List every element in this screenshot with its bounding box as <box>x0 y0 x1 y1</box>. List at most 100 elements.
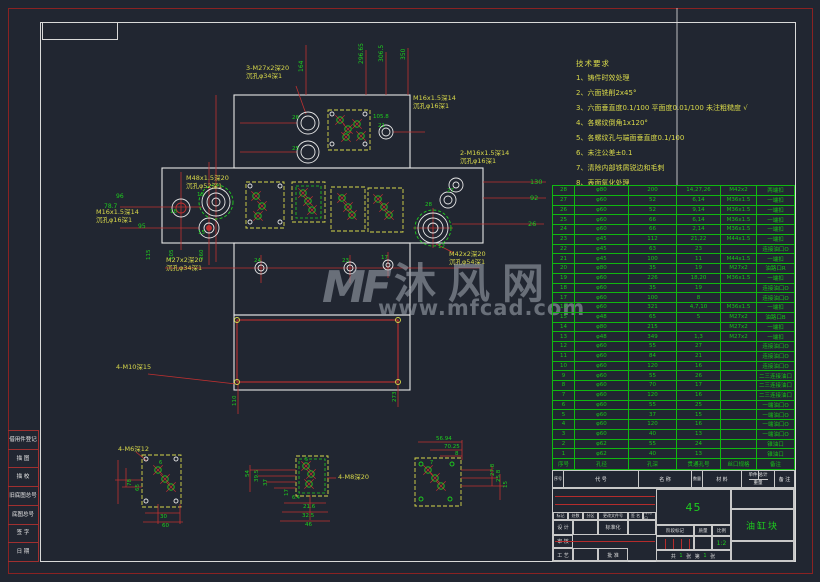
view-outline <box>236 319 399 383</box>
table-cell <box>721 342 757 351</box>
annotation-label: 160 <box>199 249 205 260</box>
table-cell: 100 <box>629 254 677 263</box>
table-cell: 3 <box>553 429 575 439</box>
tb-code-cell <box>731 489 794 509</box>
bolt-pattern-box <box>414 457 462 507</box>
table-cell: φ60 <box>575 293 629 302</box>
table-cell: φ60 <box>575 205 629 215</box>
table-cell <box>721 361 757 371</box>
port-circle <box>206 225 212 231</box>
hole-circle <box>348 211 356 219</box>
hole-circle <box>437 482 445 490</box>
annotation-label: 21 <box>378 123 385 129</box>
port-circle <box>329 141 335 147</box>
port-circle <box>143 498 149 504</box>
table-cell <box>721 371 757 380</box>
hole-cross <box>373 194 383 204</box>
parts-col-weight-unit: 单件 <box>748 471 759 479</box>
table-cell: 油路口R <box>765 266 786 273</box>
port-circle <box>362 141 368 147</box>
port-circle <box>452 181 460 189</box>
table-cell: 40 <box>629 429 677 439</box>
table-cell: φ45 <box>575 244 629 254</box>
hole-circle <box>252 192 260 200</box>
table-cell: φ80 <box>575 186 629 195</box>
margin-field-label: 日 期 <box>8 543 39 563</box>
tb-label-zone: 分区 <box>583 512 598 520</box>
table-header-cell: 孔径 <box>575 459 629 469</box>
hole-table-header: 序号孔径孔深贯通孔号丝口规格备注 <box>553 458 794 469</box>
table-cell <box>721 420 757 429</box>
tb-label-mark: 标记 <box>553 512 568 520</box>
annotation-label: 26 <box>292 115 299 121</box>
table-cell: φ80 <box>575 322 629 332</box>
table-cell: φ60 <box>575 342 629 351</box>
hole-circle <box>167 483 175 491</box>
tech-notes-title: 技术要求 <box>576 59 610 68</box>
tech-note-item: 5、各螺纹孔与端面垂直度0.1/100 <box>576 134 685 142</box>
annotation-label: 25.8 <box>496 469 502 482</box>
annotation-label: 25 <box>292 146 299 152</box>
annotation-label: 23 <box>342 258 349 264</box>
annotation-label: M16x1.5深14 <box>413 93 456 102</box>
parts-col-qty: 数量 <box>692 471 703 487</box>
annotation-label: 96 <box>116 193 124 200</box>
table-cell: M36x1.5 <box>721 273 757 283</box>
table-cell: 13 <box>553 332 575 341</box>
table-cell: φ62 <box>575 439 629 449</box>
port-circle <box>234 317 240 323</box>
bolt-pattern-box <box>295 455 329 497</box>
hole-circle <box>424 466 432 474</box>
tb-label-scale: 比例 <box>712 525 731 536</box>
hole-cross <box>356 131 366 141</box>
hole-cross <box>343 124 353 134</box>
hole-circle <box>304 197 312 205</box>
table-cell: 一端油口O <box>762 402 789 409</box>
annotation-label: 沉孔φ34深1 <box>246 71 282 80</box>
view-outline <box>233 94 411 169</box>
table-cell: 17 <box>677 381 721 390</box>
sheet-total: 1 <box>679 553 684 559</box>
table-cell: 连接油口O <box>762 295 789 302</box>
port-circle <box>378 124 394 140</box>
table-cell: 连接油口O <box>762 363 789 370</box>
annotation-label: 18 <box>170 209 177 215</box>
table-cell: 16 <box>677 361 721 371</box>
table-cell: 84 <box>629 351 677 361</box>
port-circle <box>427 222 439 234</box>
annotation-label: 78.7 <box>104 203 118 210</box>
port-circle <box>173 498 179 504</box>
tb-label-signature: 签 名 <box>628 512 643 520</box>
table-cell: φ60 <box>575 195 629 205</box>
table-cell: 19 <box>677 264 721 273</box>
table-cell: 16 <box>677 420 721 429</box>
table-cell: 26 <box>553 205 575 215</box>
annotation-label: 24 <box>254 258 261 264</box>
table-cell: 连接油口O <box>762 354 789 361</box>
hole-circle <box>308 206 316 214</box>
port-circle <box>203 222 215 234</box>
table-cell: M44x1.5 <box>721 234 757 244</box>
hole-cross <box>430 473 440 483</box>
table-cell: 200 <box>629 186 677 195</box>
annotation-label: 沉孔φ16深1 <box>413 101 449 110</box>
table-cell: 6,14 <box>677 195 721 205</box>
annotation-label: 沉孔φ54深1 <box>449 257 485 266</box>
table-cell: 27 <box>553 195 575 205</box>
change-record-line <box>555 496 655 497</box>
annotation-label: 沉孔φ52深1 <box>186 181 222 190</box>
table-cell: 20 <box>553 264 575 273</box>
table-cell: 349 <box>629 332 677 341</box>
table-cell: 120 <box>629 390 677 400</box>
hole-cross <box>384 210 394 220</box>
annotation-label: 27.8 <box>490 463 496 476</box>
annotation-label: 30 <box>160 514 167 520</box>
